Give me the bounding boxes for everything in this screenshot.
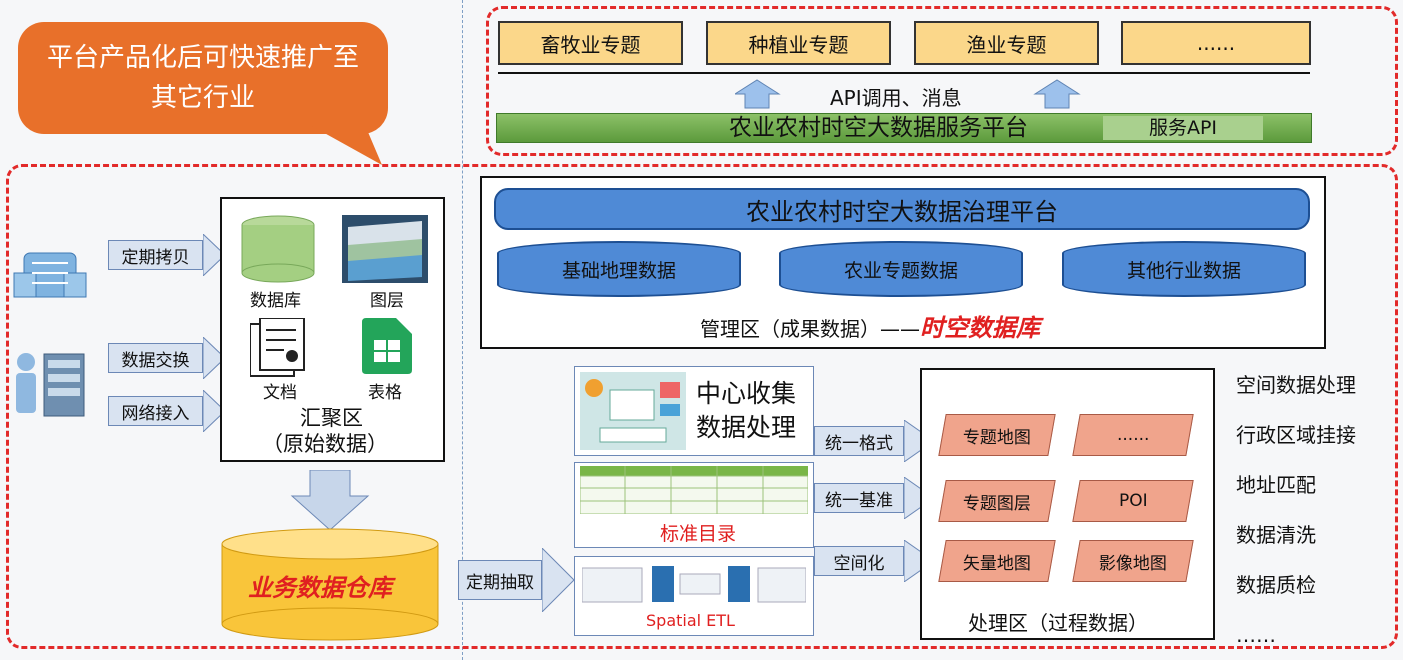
service-platform-title: 农业农村时空大数据服务平台 [729, 115, 1028, 141]
step-spatial-processing: 空间数据处理 [1236, 373, 1356, 397]
arrow-head-exchange [203, 337, 225, 379]
divider-line [462, 0, 463, 660]
aggregation-title: 汇聚区 [300, 406, 363, 430]
arrow-network-access: 网络接入 [108, 396, 203, 426]
catalog-table-graphic [580, 466, 808, 514]
db-agri-topic[interactable]: 农业专题数据 [779, 241, 1023, 297]
catalog-title: 标准目录 [660, 523, 737, 545]
step-admin-linking: 行政区域挂接 [1236, 423, 1356, 447]
governance-platform-bar: 农业农村时空大数据治理平台 [494, 188, 1310, 230]
arrow-unify-format: 统一格式 [814, 426, 904, 456]
service-platform-bar: 农业农村时空大数据服务平台 服务API [496, 113, 1312, 143]
callout-text: 平台产品化后可快速推广至其它行业 [46, 43, 359, 113]
agg-label-database: 数据库 [250, 291, 301, 311]
step-quality-check: 数据质检 [1236, 573, 1316, 597]
proc-image-map[interactable]: 影像地图 [1072, 540, 1194, 582]
db-other-industry[interactable]: 其他行业数据 [1062, 241, 1306, 297]
topic-livestock[interactable]: 畜牧业专题 [498, 21, 683, 65]
step-address-matching: 地址匹配 [1236, 473, 1316, 497]
down-arrow [290, 470, 370, 531]
arrow-head-format [904, 420, 934, 462]
spatiotemporal-db-emphasis: 时空数据库 [920, 314, 1040, 342]
warehouse-label: 业务数据仓库 [248, 574, 392, 602]
arrow-spatialize: 空间化 [814, 546, 904, 576]
database-icon [241, 215, 315, 283]
arrow-periodic-copy: 定期拷贝 [108, 240, 203, 270]
processing-zone-label: 处理区（过程数据） [968, 611, 1148, 635]
processing-steps-list: 空间数据处理 行政区域挂接 地址匹配 数据清洗 数据质检 …… [1236, 360, 1396, 660]
service-api-badge[interactable]: 服务API [1103, 116, 1263, 140]
center-line1: 中心收集 [696, 379, 797, 408]
analytics-illustration [580, 372, 686, 450]
topics-baseline [498, 72, 1310, 74]
arrow-head-datum [904, 477, 934, 519]
top-region [486, 6, 1398, 156]
arrow-head-network [203, 390, 225, 432]
topic-fishery[interactable]: 渔业专题 [914, 21, 1099, 65]
topic-more[interactable]: ...... [1121, 21, 1311, 65]
arrow-head-copy [203, 234, 225, 276]
etl-title: Spatial ETL [646, 611, 735, 630]
arrow-data-exchange: 数据交换 [108, 343, 203, 373]
agg-label-document: 文档 [263, 383, 297, 403]
proc-topic-map[interactable]: 专题地图 [938, 414, 1056, 456]
spreadsheet-icon [362, 318, 412, 374]
agg-label-table: 表格 [368, 383, 402, 403]
building-icon [13, 252, 87, 298]
callout-tail [310, 125, 382, 165]
server-user-icon [16, 353, 85, 417]
callout-bubble: 平台产品化后可快速推广至其它行业 [18, 22, 388, 134]
arrow-head-extract [542, 548, 574, 612]
management-zone-label: 管理区（成果数据）——时空数据库 [700, 314, 1040, 342]
api-label: API调用、消息 [830, 86, 962, 110]
etl-graphic [582, 566, 806, 603]
layer-icon [342, 215, 428, 283]
step-data-cleaning: 数据清洗 [1236, 523, 1316, 547]
arrow-periodic-extract: 定期抽取 [458, 560, 542, 600]
proc-topic-layer[interactable]: 专题图层 [938, 480, 1056, 522]
proc-poi[interactable]: POI [1072, 480, 1194, 522]
arrow-head-spatialize [904, 540, 934, 582]
topic-crop[interactable]: 种植业专题 [706, 21, 891, 65]
step-more: …… [1236, 623, 1276, 647]
center-line2: 数据处理 [696, 413, 797, 442]
document-icon [250, 318, 305, 377]
aggregation-subtitle: （原始数据） [262, 432, 388, 456]
db-basic-geo[interactable]: 基础地理数据 [497, 241, 741, 297]
proc-more[interactable]: ...... [1072, 414, 1194, 456]
api-arrows [735, 79, 1081, 109]
bottom-region [6, 164, 1398, 649]
proc-vector-map[interactable]: 矢量地图 [938, 540, 1056, 582]
warehouse-cylinder [221, 528, 439, 641]
arrow-unify-datum: 统一基准 [814, 483, 904, 513]
agg-label-layer: 图层 [370, 291, 404, 311]
